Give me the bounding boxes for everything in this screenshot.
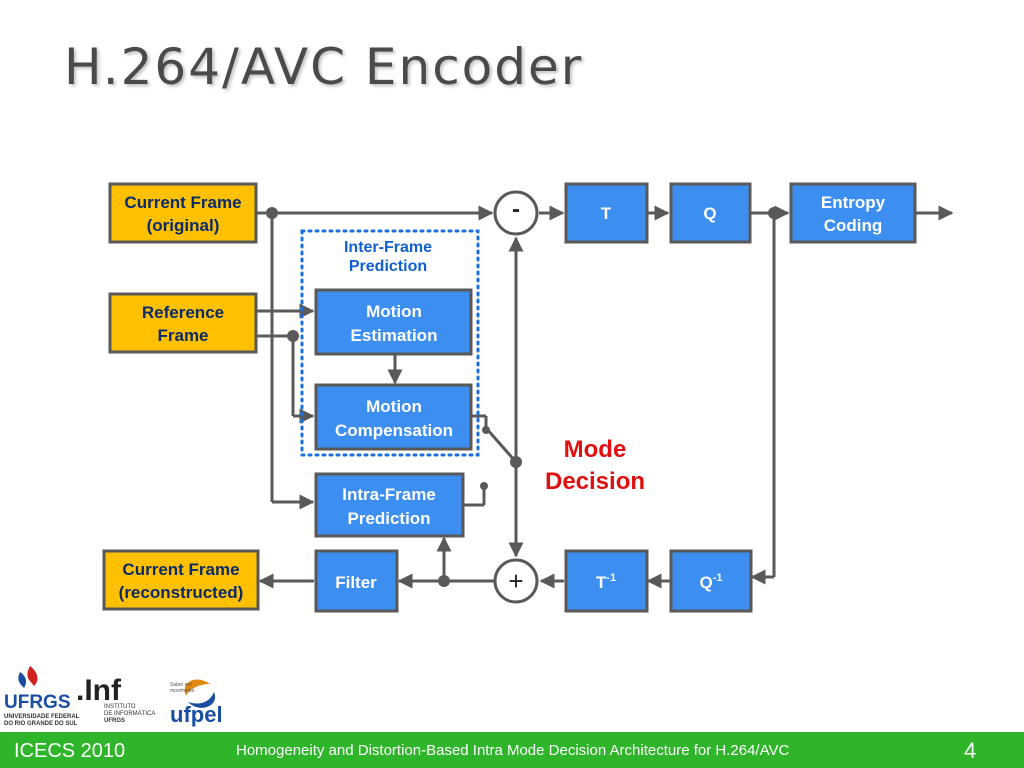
quantization-box: Q [669,182,752,244]
reference-frame-line1: Reference [142,303,224,322]
current-frame-reconstructed-line1: Current Frame [122,560,239,579]
inverse-quantization-letter: Q [699,573,712,592]
intra-frame-prediction-line1: Intra-Frame [342,485,436,504]
footer-bar: ICECS 2010 Homogeneity and Distortion-Ba… [0,732,1024,768]
inf-logo-sub3: UFRGS [104,718,125,724]
ufpel-logo-tag2: movimento [170,688,195,694]
current-frame-original-line2: (original) [147,216,220,235]
inverse-transform-superscript: -1 [606,572,616,584]
inverse-quantization-superscript: -1 [713,572,723,584]
inverse-transform-box: T-1 [564,549,649,613]
motion-estimation-line2: Estimation [351,326,438,345]
transform-box: T [564,182,649,244]
mode-decision-line2: Decision [545,468,645,495]
inverse-transform-letter: T [596,573,607,592]
ufpel-logo-text: ufpel [170,702,223,727]
transform-label: T [601,204,612,223]
motion-estimation-box: Motion Estimation [314,288,473,356]
inf-logo-text: .Inf [76,674,122,707]
inter-frame-label-line2: Prediction [349,258,427,275]
subtract-sign: - [512,196,520,223]
quantization-label: Q [703,204,716,223]
page-number: 4 [964,738,977,763]
encoder-diagram: Inter-Frame Prediction Current Frame (or… [102,182,954,613]
inverse-transform-label: T-1 [596,572,616,592]
ufrgs-logo-sub2: DO RIO GRANDE DO SUL [4,721,78,727]
junction-dots [266,207,780,587]
current-frame-original-line1: Current Frame [124,193,241,212]
ufrgs-logo-text: UFRGS [4,692,71,713]
motion-compensation-line1: Motion [366,397,422,416]
current-frame-reconstructed-line2: (reconstructed) [119,583,244,602]
motion-compensation-line2: Compensation [335,421,453,440]
subtractor-node: - [493,190,539,236]
reference-frame-box: Reference Frame [108,292,258,354]
intra-frame-prediction-box: Intra-Frame Prediction [314,472,465,538]
inf-logo-sub2: DE INFORMÁTICA [104,710,155,717]
slide-title: H.264/AVC Encoder [64,38,584,96]
filter-box: Filter [314,549,399,613]
ufrgs-logo-sub1: UNIVERSIDADE FEDERAL [4,714,80,720]
inter-frame-label-line1: Inter-Frame [344,239,432,256]
inverse-quantization-box: Q-1 [669,549,753,613]
ufpel-logo: Saber em movimento ufpel [170,679,223,727]
entropy-coding-line2: Coding [824,216,883,235]
current-frame-reconstructed-box: Current Frame (reconstructed) [102,549,260,611]
paper-title: Homogeneity and Distortion-Based Intra M… [236,742,790,759]
motion-estimation-line1: Motion [366,302,422,321]
inverse-quantization-label: Q-1 [699,572,722,592]
inf-logo-sub1: INSTITUTO [104,704,136,710]
mode-decision-line1: Mode [564,436,627,463]
add-sign: + [508,566,523,596]
conference-name: ICECS 2010 [14,740,126,762]
ufrgs-logo: UFRGS UNIVERSIDADE FEDERAL DO RIO GRANDE… [4,666,80,727]
current-frame-original-box: Current Frame (original) [108,182,258,244]
entropy-coding-line1: Entropy [821,193,886,212]
ufpel-logo-tag1: Saber em [170,682,192,688]
inf-logo: .Inf INSTITUTO DE INFORMÁTICA UFRGS [76,674,155,724]
motion-compensation-box: Motion Compensation [314,383,473,451]
entropy-coding-box: Entropy Coding [789,182,917,244]
reference-frame-line2: Frame [157,326,208,345]
filter-label: Filter [335,573,377,592]
inter-frame-region [300,229,480,457]
adder-node: + [493,558,539,604]
institution-logos: UFRGS UNIVERSIDADE FEDERAL DO RIO GRANDE… [4,666,223,727]
intra-frame-prediction-line2: Prediction [347,509,430,528]
